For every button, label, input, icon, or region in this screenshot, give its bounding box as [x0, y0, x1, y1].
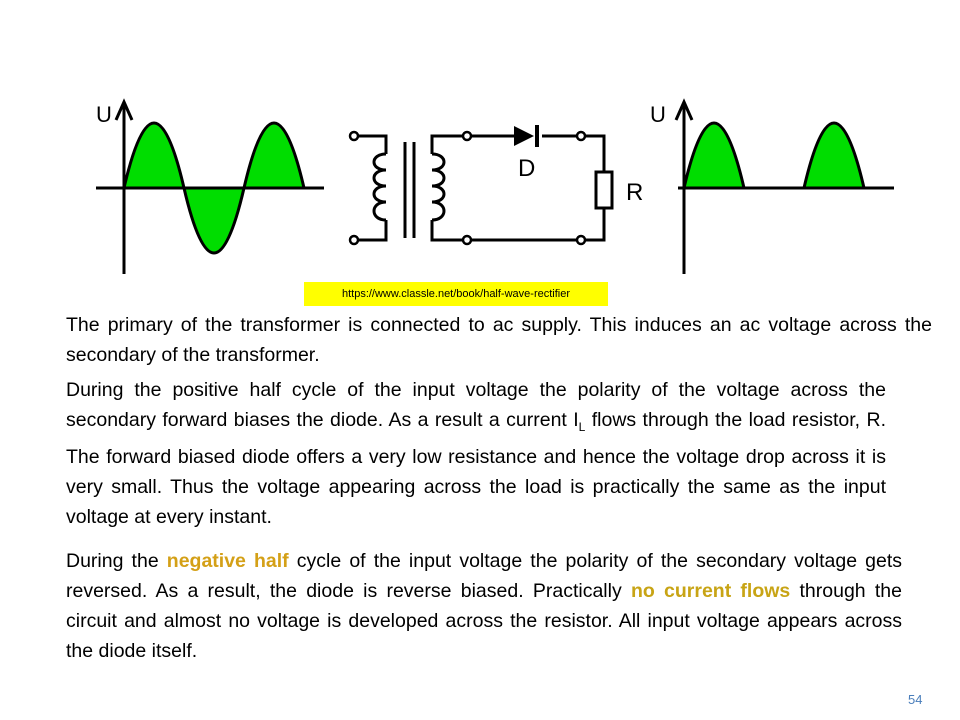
rectifier-circuit	[356, 134, 614, 242]
diode: D	[514, 125, 539, 182]
page-number: 54	[908, 692, 923, 707]
output-axis-arrow	[674, 98, 694, 121]
terminal-secondary-top	[461, 130, 473, 142]
diode-label: D	[518, 155, 535, 182]
terminal-primary-top	[348, 130, 360, 142]
terminal-secondary-bottom	[461, 234, 473, 246]
primary-lead-bottom	[356, 220, 388, 242]
input-negative-half	[182, 186, 246, 255]
secondary-lead-bottom	[430, 220, 464, 242]
input-axis-arrow	[114, 98, 134, 121]
paragraph-2-text-after: flows through the load resistor, R. The …	[66, 409, 886, 528]
highlight-negative-half: negative half	[166, 550, 289, 572]
diode-anode-triangle	[514, 126, 534, 146]
wire-right-top	[584, 134, 606, 172]
paragraph-transformer: The primary of the transformer is connec…	[66, 314, 932, 366]
half-wave-rectifier-diagram: U D R U	[96, 98, 894, 274]
paragraph-3-part-2: cycle of the input voltage the polarity …	[66, 550, 903, 602]
terminal-output-top	[575, 130, 587, 142]
output-positive-half-1	[682, 121, 746, 190]
secondary-lead-top	[430, 134, 464, 154]
input-waveform: U	[96, 98, 324, 274]
circuit-terminals	[348, 130, 587, 246]
wire-right-bottom	[584, 208, 606, 242]
highlight-no-current-flows: no current flows	[630, 580, 791, 602]
primary-coil	[372, 152, 387, 222]
resistor-label: R	[626, 179, 643, 206]
input-axis-label: U	[96, 102, 112, 127]
primary-lead-top	[356, 134, 388, 154]
terminal-primary-bottom	[348, 234, 360, 246]
input-positive-half-1	[122, 121, 186, 190]
paragraph-3-part-3: through the circuit and almost no voltag…	[66, 580, 902, 662]
paragraph-positive-half-cycle: During the positive half cycle of the in…	[66, 375, 886, 532]
source-link[interactable]: https://www.classle.net/book/half-wave-r…	[304, 282, 608, 306]
terminal-output-bottom	[575, 234, 587, 246]
input-positive-half-2	[242, 121, 306, 190]
load-resistor	[594, 170, 614, 210]
paragraph-3-part-1: During the	[66, 550, 167, 572]
secondary-coil	[431, 152, 446, 222]
output-positive-half-2	[802, 121, 866, 190]
output-axis-label: U	[650, 102, 666, 127]
output-waveform: U	[650, 98, 894, 274]
paragraph-negative-half-cycle: During the negative half cycle of the in…	[66, 546, 902, 666]
paragraph-2-text-before: During the positive half cycle of the in…	[66, 379, 886, 431]
current-subscript: L	[578, 419, 586, 434]
